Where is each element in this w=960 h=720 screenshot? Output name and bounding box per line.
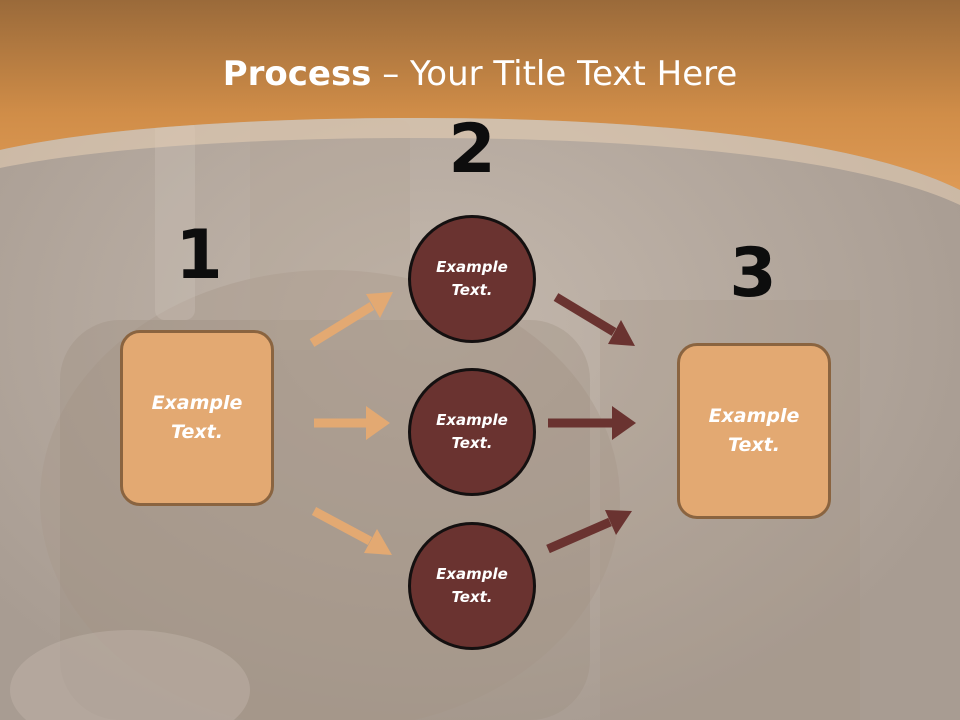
slide-title: Process – Your Title Text Here [0, 52, 960, 96]
title-bold: Process [222, 54, 372, 94]
circle-middle-text: Example Text. [436, 411, 508, 452]
circle-bottom-text: Example Text. [436, 565, 508, 606]
arrow-top-to-right [553, 293, 635, 346]
step-number-3: 3 [729, 234, 777, 313]
step-number-2: 2 [448, 110, 496, 189]
circle-bottom: Example Text. [408, 522, 536, 650]
circle-top-text: Example Text. [436, 258, 508, 299]
left-box-text: Example Text. [151, 392, 243, 443]
arrow-middle-to-right [548, 406, 636, 440]
circle-top: Example Text. [408, 215, 536, 343]
right-box-text: Example Text. [708, 405, 800, 456]
arrow-left-to-top [309, 292, 393, 347]
title-rest: – Your Title Text Here [371, 54, 738, 94]
step-number-1: 1 [175, 216, 223, 295]
right-text-box: Example Text. [677, 343, 831, 519]
arrow-left-to-bottom [311, 507, 392, 555]
arrow-bottom-to-right [546, 510, 632, 554]
arrow-left-to-middle [314, 406, 390, 440]
circle-middle: Example Text. [408, 368, 536, 496]
left-text-box: Example Text. [120, 330, 274, 506]
